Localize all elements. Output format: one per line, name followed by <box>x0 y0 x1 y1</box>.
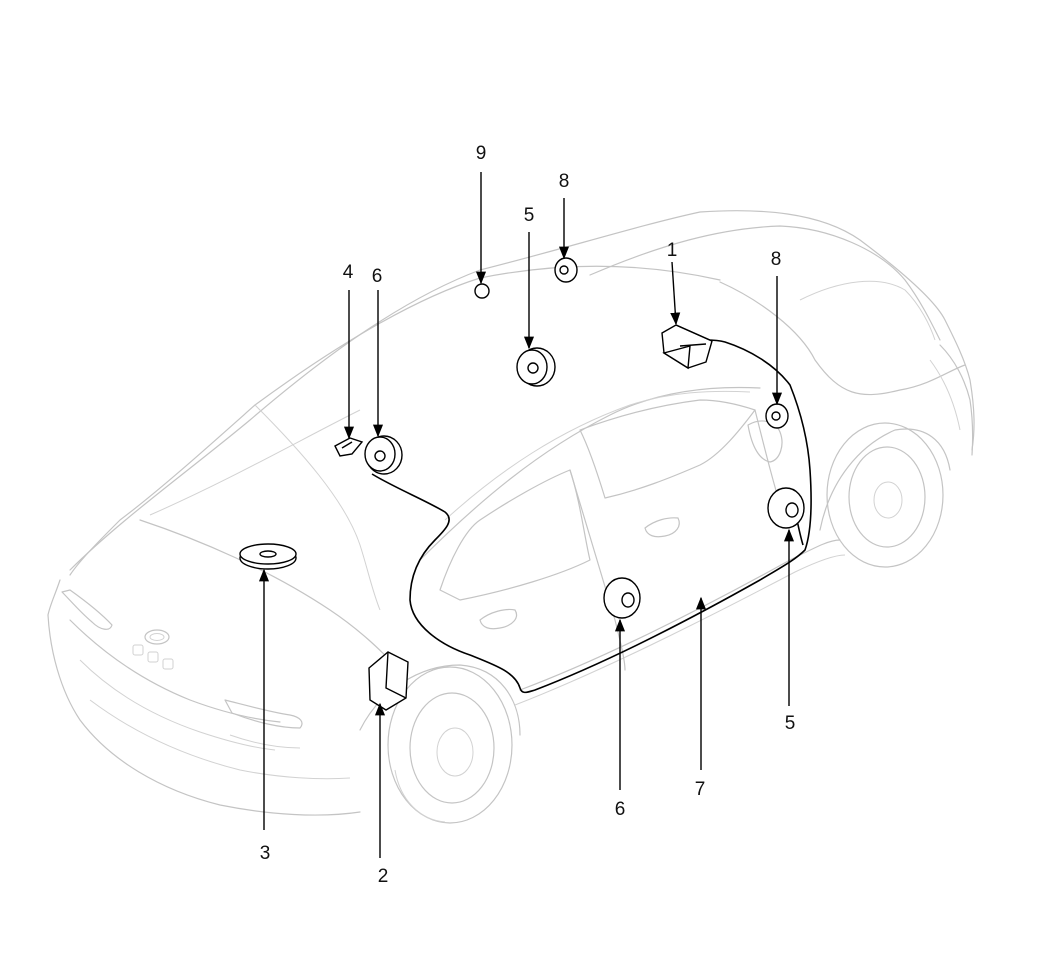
car-outline <box>47 210 975 824</box>
microphone <box>474 283 490 299</box>
leader-lines <box>258 172 795 858</box>
callout-4: 4 <box>343 262 354 283</box>
callout-6-lower: 6 <box>615 799 626 820</box>
callout-1: 1 <box>667 240 678 261</box>
callout-3: 3 <box>260 843 271 864</box>
door-tweeter <box>765 403 789 429</box>
wiring-harness <box>371 339 812 694</box>
callout-7: 7 <box>695 779 706 800</box>
upper-tweeter <box>554 257 578 283</box>
dash-speaker <box>364 435 403 475</box>
tweeter-bracket <box>334 437 364 457</box>
callout-6-upper: 6 <box>372 266 383 287</box>
amplifier-unit <box>661 324 713 370</box>
callout-5-upper: 5 <box>524 205 535 226</box>
front-door-speaker <box>603 577 641 619</box>
rear-door-speaker <box>767 487 805 529</box>
rear-shelf-speaker <box>516 347 556 387</box>
center-speaker <box>239 543 297 570</box>
callout-labels: 1 2 3 4 5 5 6 6 7 8 8 9 <box>260 143 796 887</box>
callout-9: 9 <box>476 143 487 164</box>
callout-8-upper: 8 <box>559 171 570 192</box>
module-box <box>368 651 409 711</box>
callout-8-right: 8 <box>771 249 782 270</box>
callout-5-right: 5 <box>785 713 796 734</box>
callout-2: 2 <box>378 866 389 887</box>
